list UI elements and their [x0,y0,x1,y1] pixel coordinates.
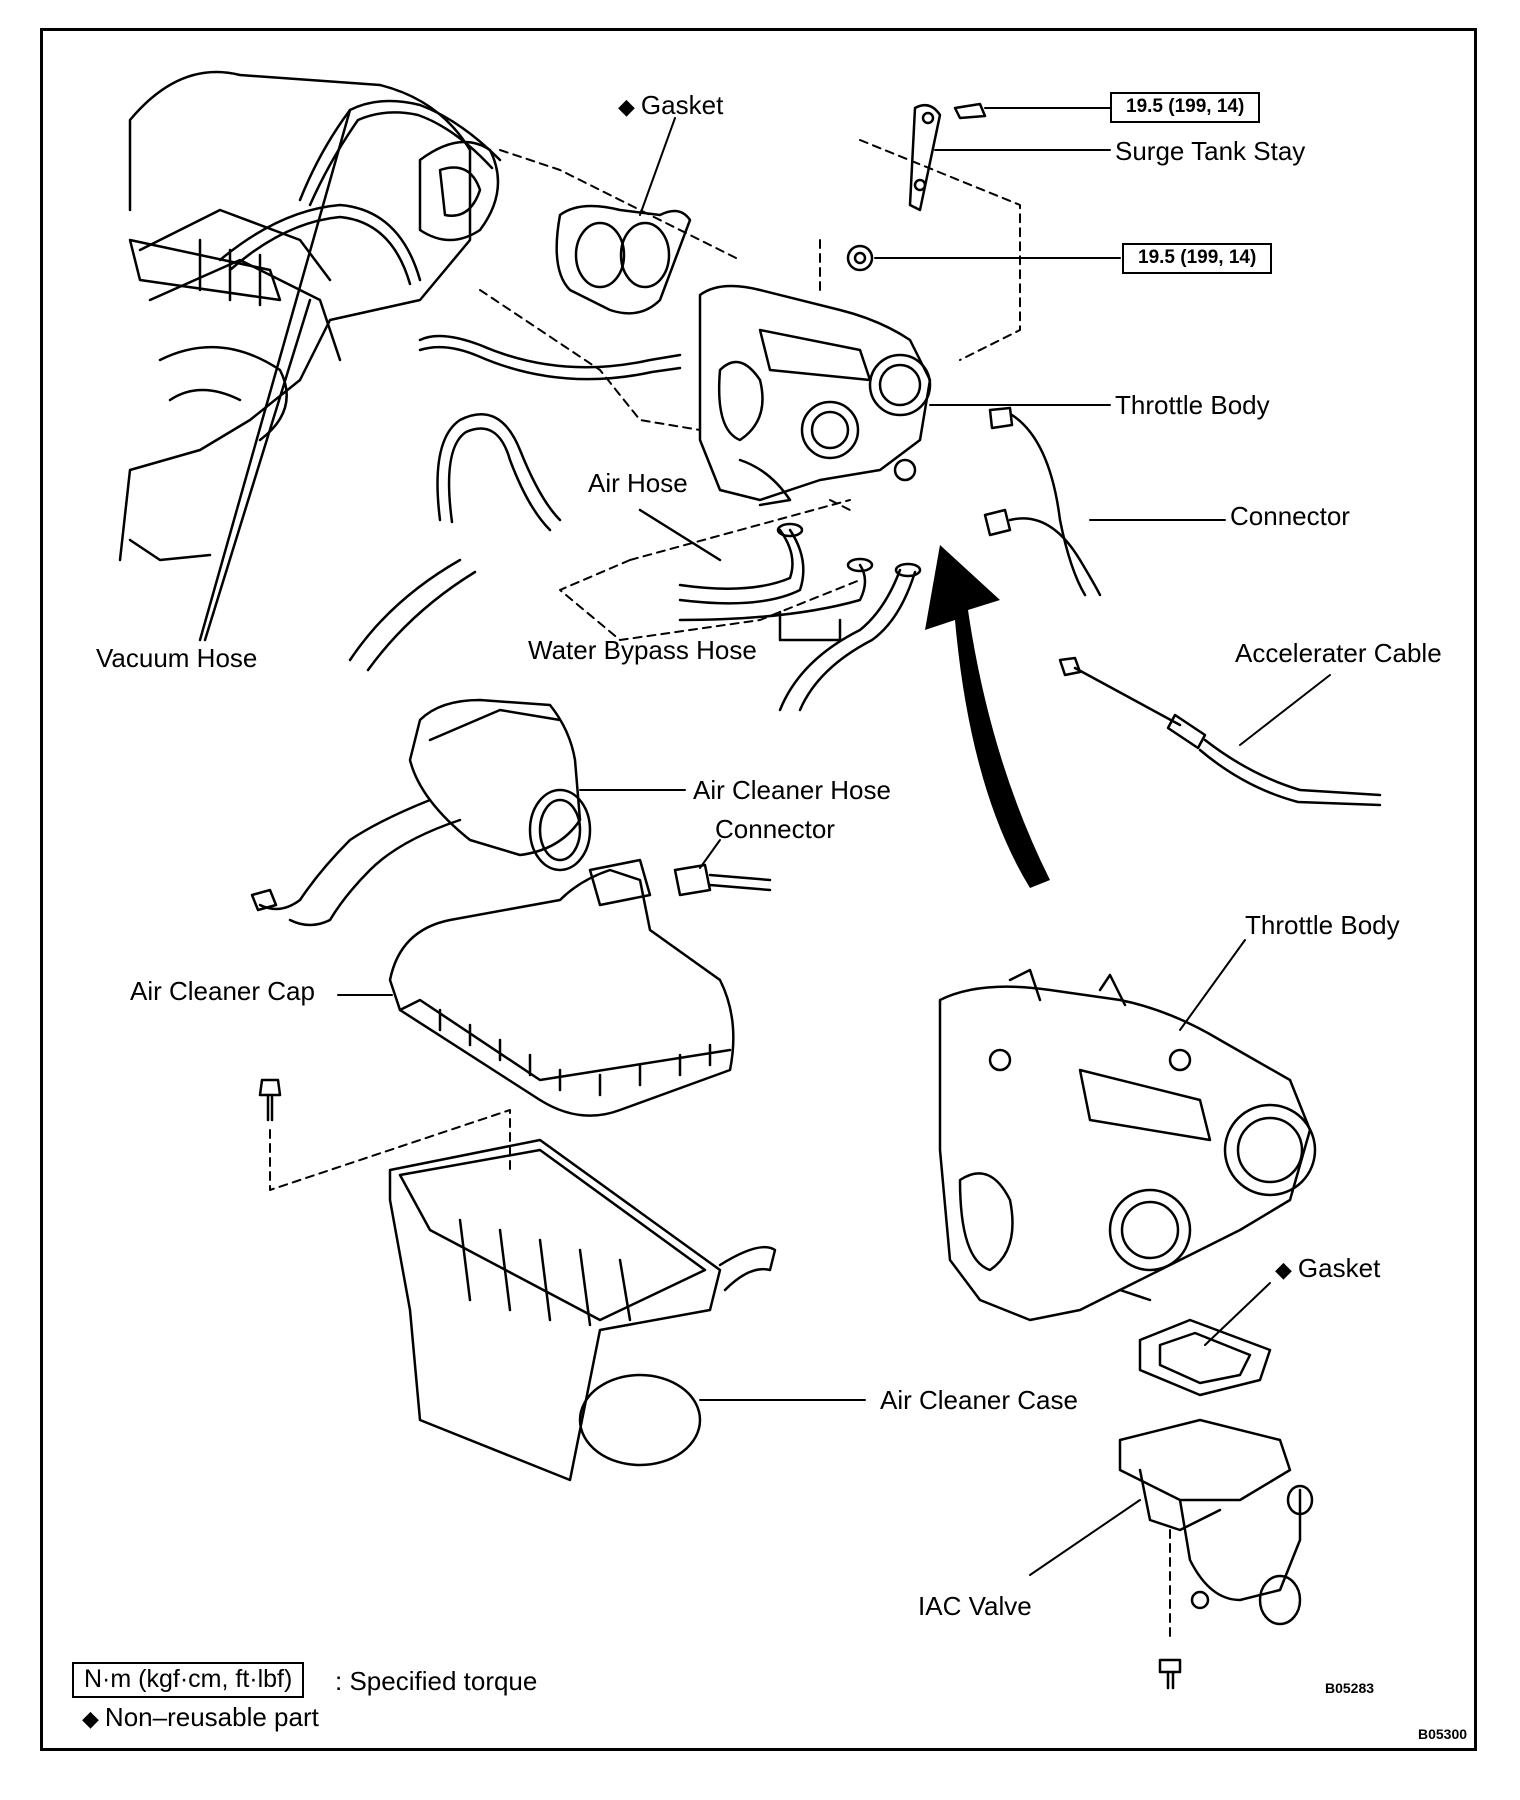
accelerater-cable-shape [1058,656,1382,807]
gasket-detail-label: ◆Gasket [1275,1253,1381,1283]
iac-valve-shape [1118,1418,1314,1626]
assembly-arrow [925,545,1050,888]
surge-tank-stay-shape [846,102,987,272]
legend-nonreusable: ◆Non–reusable part [82,1702,319,1732]
figure-code-inner: B05283 [1325,1680,1375,1696]
air-cleaner-cap-label: Air Cleaner Cap [130,976,315,1006]
connector-mid-label: Connector [715,814,835,844]
air-and-water-hoses [638,508,922,712]
air-hose-label: Air Hose [588,468,688,498]
air-cleaner-hose-shape [250,698,592,927]
label-leaders [337,107,1331,1576]
vacuum-hose-leader [198,108,352,642]
gasket-detail-shape [1138,1318,1272,1397]
accelerater-cable-label: Accelerater Cable [1235,638,1442,668]
air-cleaner-hose-label: Air Cleaner Hose [693,775,891,805]
throttle-body-top-shape [698,284,932,507]
cap-bolt [258,1078,282,1122]
gasket-top-label: ◆Gasket [618,90,724,120]
throttle-body-top-label: Throttle Body [1115,390,1270,420]
nonreusable-diamond-icon: ◆ [82,1706,99,1731]
vacuum-hoses [218,99,682,672]
air-cleaner-case-label: Air Cleaner Case [880,1385,1078,1415]
surge-tank-stay-label: Surge Tank Stay [1115,136,1306,166]
nonreusable-diamond-icon: ◆ [618,94,635,119]
diagram-frame [40,28,1477,1751]
figure-code-outer: B05300 [1418,1726,1468,1742]
alignment-lines-cap [269,1109,511,1191]
air-cleaner-cap-shape [388,858,735,1117]
iac-bolt [1158,1658,1182,1690]
air-cleaner-case-shape [388,1138,777,1482]
connector-right-shape [983,406,1102,597]
nonreusable-diamond-icon: ◆ [1275,1257,1292,1282]
water-bypass-hose-label: Water Bypass Hose [528,635,757,665]
iac-valve-label: IAC Valve [918,1591,1032,1621]
legend-torque-box: N·m (kgf·cm, ft·lbf) [72,1662,305,1698]
vacuum-hose-label: Vacuum Hose [96,643,258,673]
torque-nut-throttle: 19.5 (199, 14) [1122,243,1273,274]
legend-torque-desc: : Specified torque [335,1666,538,1696]
torque-bolt-stay: 19.5 (199, 14) [1110,92,1261,123]
throttle-body-detail-shape [938,968,1317,1322]
gasket-top-shape [555,204,692,315]
connector-mid-shape [673,863,772,897]
intake-manifold [118,70,500,562]
alignment-lines-top [479,139,1021,641]
throttle-body-detail-label: Throttle Body [1245,910,1400,940]
connector-right-label: Connector [1230,501,1350,531]
